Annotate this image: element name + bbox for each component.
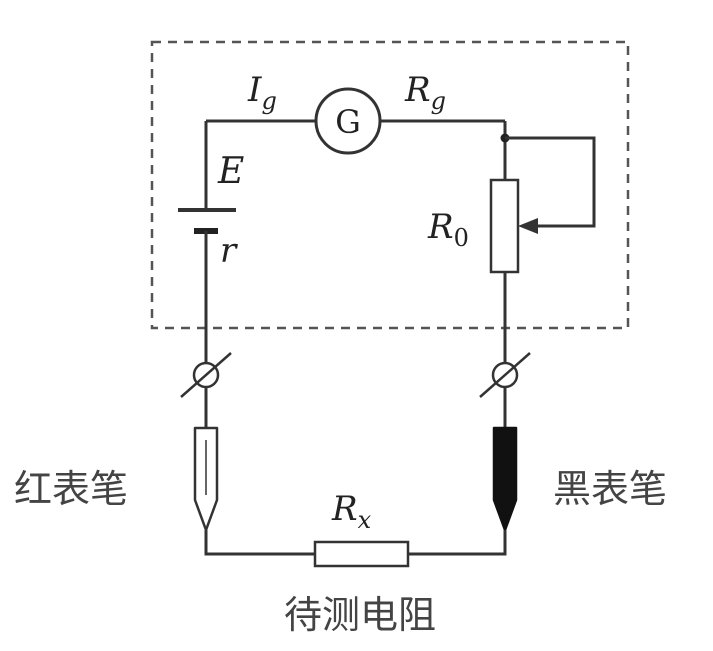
galvanometer: G [314,87,382,155]
black-probe [492,426,518,532]
label-internal-r: r [220,231,238,271]
label-rx: Rx [331,489,372,534]
rheostat-r0 [489,178,520,274]
black-jack-slash [479,352,531,398]
rheostat-slider-arrow [518,218,538,234]
galvanometer-circle [314,87,382,155]
galvanometer-label: G [335,103,361,141]
label-red-probe: 红表笔 [14,467,128,511]
meter-enclosure-box [150,40,630,330]
label-black-probe: 黑表笔 [553,467,667,511]
label-resistor-under-test: 待测电阻 [284,593,436,637]
red-jack-slash [180,352,232,398]
label-emf-e: E [217,151,244,192]
black-jack [479,352,531,398]
wire-bottom-left [204,530,315,556]
label-ig: Ig [247,70,277,115]
wire-rheostat-bypass [505,136,596,228]
resistor-rx [313,540,410,568]
wire-bottom-right [408,530,507,556]
label-rg: Rg [404,70,446,115]
label-r0: R0 [427,207,469,252]
